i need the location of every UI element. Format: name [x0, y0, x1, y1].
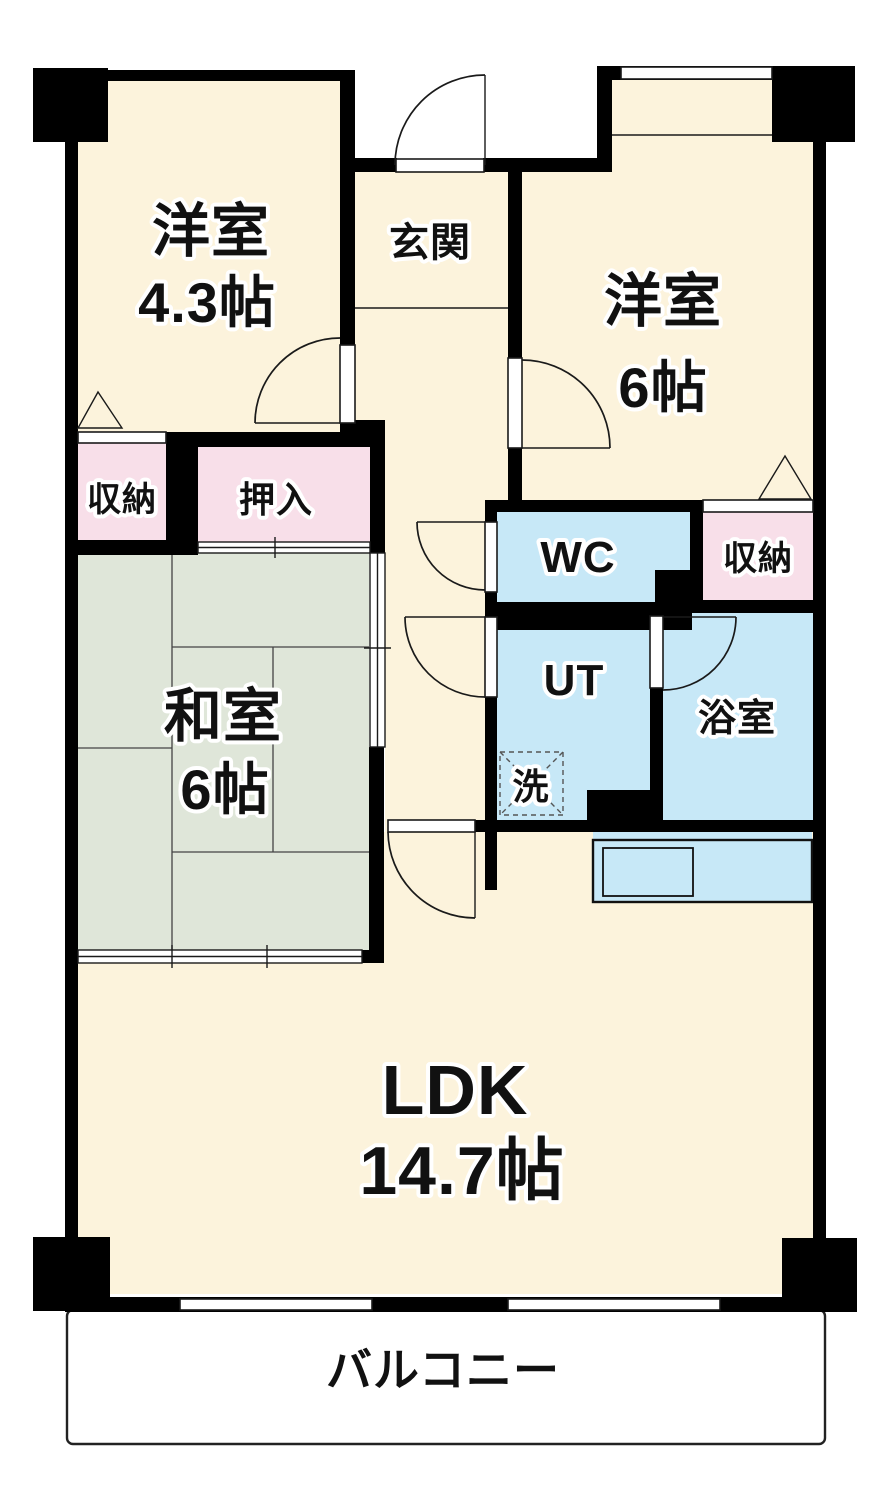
western-room-b-label: 洋室 — [604, 269, 722, 334]
japanese-room-area — [78, 553, 369, 950]
utility-door-swing — [404, 616, 486, 698]
japanese-room-label: 和室 — [164, 684, 282, 749]
closet-right-swing-triangle-icon — [757, 454, 813, 500]
western-room-b-door-threshold — [507, 357, 523, 449]
japanese-room-east-slider — [364, 552, 391, 748]
sliding-doors — [77, 537, 391, 968]
western-room-a-door-swing — [254, 337, 341, 424]
oshiire-label: 押入 — [239, 479, 313, 520]
fixtures — [76, 134, 813, 816]
ldk-size: 14.7帖 — [359, 1133, 564, 1209]
window-bottom-left — [179, 1298, 373, 1311]
closet-left-door — [77, 431, 167, 444]
entrance-door-sill — [395, 158, 485, 173]
tatami-grid — [78, 553, 369, 950]
ldk-door-threshold — [387, 819, 476, 833]
washer-label: 洗 — [512, 766, 549, 807]
closet-left-swing-triangle-icon — [76, 390, 124, 429]
closet-right-door — [702, 499, 814, 513]
closet-right-label: 収納 — [723, 540, 793, 578]
ldk-label: LDK — [382, 1051, 529, 1129]
bathroom-area — [663, 613, 813, 830]
labels: 洋室 4.3帖 洋室 6帖 和室 6帖 LDK 14.7帖 玄関 WC UT 浴… — [83, 195, 796, 1400]
toilet-label: WC — [540, 533, 615, 582]
utility-door-threshold — [484, 616, 498, 698]
kitchen-counter — [591, 830, 814, 904]
door-swings — [254, 74, 737, 919]
western-room-a-door-threshold — [339, 344, 356, 424]
japanese-room-size: 6帖 — [180, 758, 269, 821]
closet-left-area — [78, 443, 166, 540]
entrance-hall-area — [355, 172, 522, 458]
oshiire-fusuma-track — [197, 537, 371, 558]
balcony-label: バルコニー — [326, 1344, 560, 1396]
bathroom-door-threshold — [649, 615, 664, 689]
entrance-door-swing — [394, 74, 486, 166]
washing-machine-icon — [499, 751, 564, 816]
bathroom-label: 浴室 — [698, 697, 776, 740]
western-room-a-area — [78, 81, 340, 432]
closet-left-label: 収納 — [87, 481, 157, 519]
toilet-door-threshold — [484, 521, 498, 593]
closet-right-area — [703, 512, 813, 600]
western-room-a-label: 洋室 — [152, 199, 270, 264]
utility-label: UT — [544, 656, 605, 705]
western-room-b-size: 6帖 — [618, 356, 707, 419]
pipe-space — [655, 570, 692, 602]
window-bottom-right — [507, 1298, 721, 1311]
japanese-room-south-track — [77, 945, 363, 968]
openings — [77, 66, 814, 1311]
toilet-door-swing — [416, 521, 486, 591]
kitchen-sink — [602, 847, 694, 897]
western-room-b-door-swing — [521, 359, 611, 449]
entrance-label: 玄関 — [389, 221, 471, 265]
western-room-b-area — [522, 172, 813, 512]
bathroom-door-swing — [662, 616, 737, 691]
oshiire-area — [198, 447, 370, 542]
window-top — [620, 66, 773, 80]
western-room-a-size: 4.3帖 — [138, 271, 276, 334]
ldk-door-swing — [387, 831, 476, 919]
